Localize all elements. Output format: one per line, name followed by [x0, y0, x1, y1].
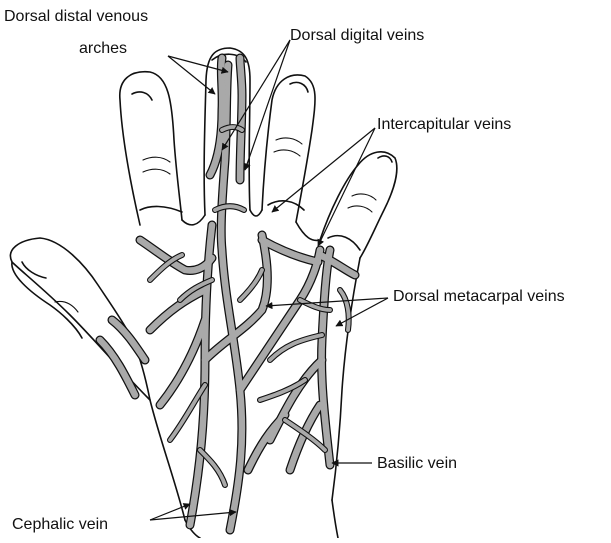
vein-network — [100, 58, 355, 530]
label-basilic-vein: Basilic vein — [377, 455, 457, 473]
leader-digital-veins-1 — [222, 40, 290, 150]
leader-digital-veins-2 — [245, 40, 290, 170]
leader-intercapitular-1 — [272, 128, 375, 212]
label-arches: arches — [79, 40, 127, 58]
label-dorsal-digital-veins: Dorsal digital veins — [290, 27, 424, 45]
label-intercapitular-veins: Intercapitular veins — [377, 116, 511, 134]
label-dorsal-distal-venous: Dorsal distal venous — [4, 8, 148, 26]
label-cephalic-vein: Cephalic vein — [12, 516, 108, 534]
label-dorsal-metacarpal-veins: Dorsal metacarpal veins — [393, 288, 565, 306]
leader-intercapitular-2 — [318, 128, 375, 246]
